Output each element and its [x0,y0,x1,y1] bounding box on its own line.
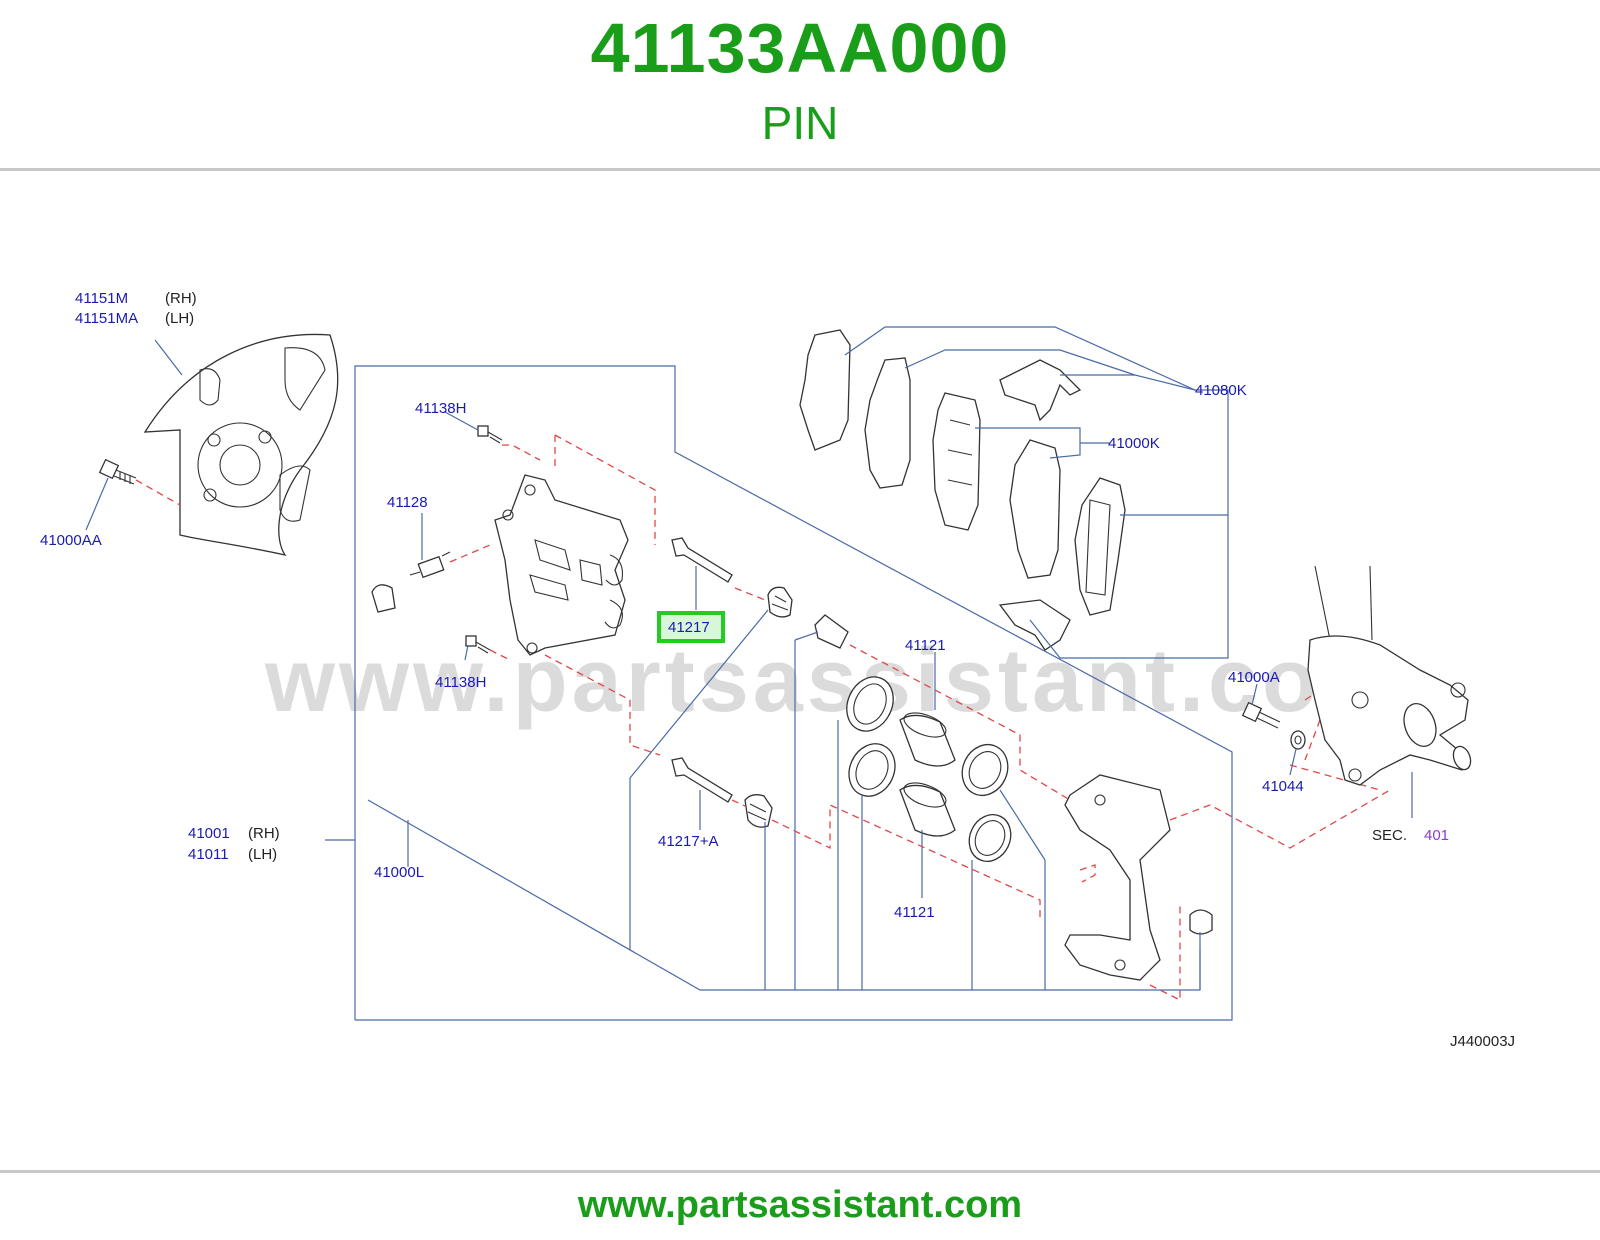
label-41151MA[interactable]: 41151MA [75,310,138,327]
guide-pin-41217A [671,757,733,803]
bolt-41138H-bottom [465,635,491,654]
dash-41000AA [135,479,181,506]
label-41001[interactable]: 41001 [188,825,230,842]
pin-boot-lower [744,794,773,828]
label-41011-side: (LH) [248,846,277,863]
leader-41044 [1289,748,1297,776]
pin-boot-upper [767,586,793,618]
label-41080K[interactable]: 41080K [1195,382,1247,399]
leader-41138H-bottom [464,644,469,661]
pin-sleeve-upper [814,614,849,649]
bolt-41138H-top [477,425,503,444]
brake-pad-1 [932,392,981,531]
bottom-divider [0,1170,1600,1173]
label-41000K[interactable]: 41000K [1108,435,1160,452]
piston-seal-2 [848,743,896,797]
label-41121-bottom[interactable]: 41121 [894,904,935,921]
pad-shim-1 [799,329,851,451]
label-41138H-bottom[interactable]: 41138H [435,674,486,691]
label-41001-side: (RH) [248,825,280,842]
label-41044[interactable]: 41044 [1262,778,1304,795]
label-41000A[interactable]: 41000A [1228,669,1280,686]
support-cap [1189,909,1213,935]
dust-shield [143,333,339,556]
label-sec-number[interactable]: 401 [1424,827,1449,844]
piston-1 [899,712,956,767]
pad-shim-2 [864,357,911,489]
label-41217[interactable]: 41217 [668,619,710,636]
top-divider [0,168,1600,171]
pad-clip-lower [998,599,1071,651]
label-41151MA-side: (LH) [165,310,194,327]
part-number-title: 41133AA000 [590,9,1010,87]
piston-2 [899,782,956,837]
part-name-subtitle: PIN [761,97,839,149]
assembly-boundary [354,365,1233,1021]
caliper-support [1064,774,1171,981]
parts-leaders [407,609,1201,990]
label-41217A[interactable]: 41217+A [658,833,718,850]
bolt-41000AA [98,458,137,485]
highlight-box-41217[interactable] [657,611,725,643]
leader-41151M [154,339,183,376]
diagram-ref-code: J440003J [1450,1033,1515,1050]
steering-knuckle [1307,565,1472,786]
label-41000AA[interactable]: 41000AA [40,532,102,549]
leader-41000AA [85,477,109,531]
bolt-41000A [1241,701,1281,729]
caliper-body [494,474,629,656]
footer-url[interactable]: www.partsassistant.com [577,1184,1023,1226]
label-41000L[interactable]: 41000L [374,864,424,881]
label-41121-top[interactable]: 41121 [905,637,946,654]
piston-seal-1 [846,676,894,732]
assembly-dashes [449,434,1391,1002]
page-header: 41133AA000 PIN [0,0,1600,170]
label-41138H-top[interactable]: 41138H [415,400,466,417]
label-41151M-side: (RH) [165,290,197,307]
label-41011[interactable]: 41011 [188,846,229,863]
leader-41138H-top [444,411,479,431]
guide-pin-41217 [671,537,733,583]
leader-41000A [1251,683,1258,706]
brake-pad-2 [1009,439,1061,579]
label-sec: SEC. [1372,827,1407,844]
label-41128[interactable]: 41128 [387,494,428,511]
bleeder-41128 [409,551,451,579]
inner-bracket-line [367,799,1201,991]
pad-kit-leaders [844,326,1229,659]
label-41151M[interactable]: 41151M [75,290,128,307]
piston-seal-3 [961,744,1009,796]
pad-clip-upper [999,359,1082,422]
piston-seal-4 [968,814,1012,862]
pad-wear-shim [1074,477,1126,616]
washer-41044 [1290,730,1306,750]
bleeder-cap [371,584,396,613]
watermark: www.partsassistant.com [265,631,1406,731]
